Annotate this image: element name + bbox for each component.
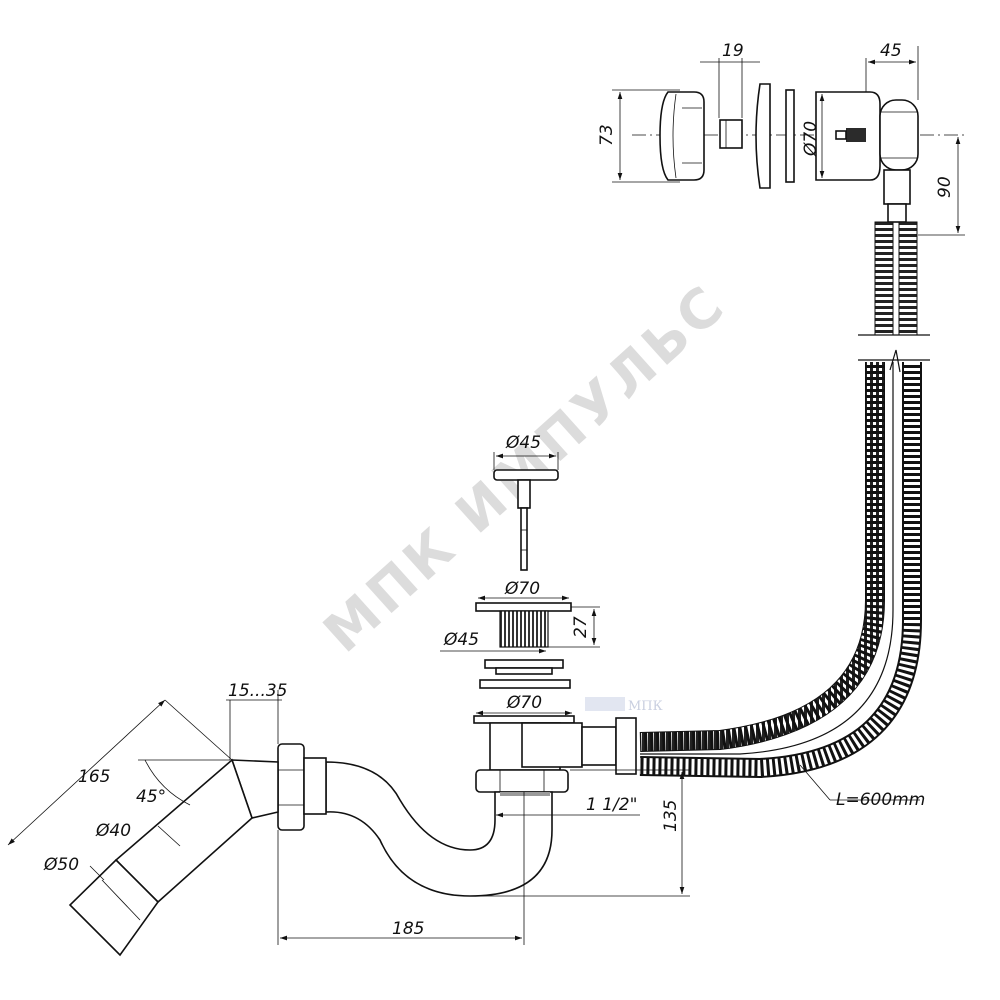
drain-flange-bottom: [473, 715, 575, 724]
overflow-assembly: [632, 83, 965, 223]
plug-cap: [493, 469, 559, 481]
plug-stem: [520, 507, 528, 571]
dim-outlet-outer-dia: Ø50: [43, 855, 79, 875]
drain-flange-top: [475, 602, 572, 612]
watermark-logo: МПК: [585, 697, 663, 714]
dim-drain-thread-height: 27: [571, 616, 591, 638]
dim-trap-horizontal: 185: [392, 919, 424, 939]
dim-nut-width: 19: [722, 41, 744, 61]
dim-outlet-inner-dia: Ø40: [95, 821, 131, 841]
dim-drain-flange-top-dia: Ø70: [504, 579, 540, 599]
trap-pipe: [325, 761, 553, 897]
watermark-logo-text: МПК: [628, 699, 663, 714]
overflow-nut: [719, 119, 743, 149]
dimension-lines: [7, 46, 965, 945]
outlet-union-nut: [277, 743, 305, 831]
overflow-cap: [659, 91, 705, 181]
s-trap: [325, 761, 553, 897]
dim-overflow-cap-height: 73: [597, 124, 617, 146]
dim-trap-depth: 135: [661, 800, 681, 832]
dim-drain-flange-bottom-dia: Ø70: [506, 693, 542, 713]
plug-assembly: [493, 469, 559, 571]
overflow-washer: [785, 89, 795, 183]
overflow-gasket: [755, 83, 771, 189]
outlet-pipe: [68, 743, 327, 957]
dim-outlet-adjust-range: 15...35: [228, 681, 287, 701]
dim-overflow-to-hose: 90: [935, 176, 955, 198]
dim-overflow-body-depth: 45: [880, 41, 902, 61]
drain-fitting: [473, 602, 637, 793]
dim-hose-length: L=600mm: [836, 790, 925, 810]
dim-thread-size: 1 1/2": [586, 795, 637, 815]
overflow-hose-upper: [858, 221, 930, 373]
dim-overflow-flange-dia: Ø70: [801, 121, 821, 157]
drain-union-nut: [475, 769, 569, 793]
outlet-spigot: [68, 858, 160, 957]
dim-plug-dia: Ø45: [505, 433, 541, 453]
dim-outlet-angle: 45°: [136, 787, 166, 807]
dim-outlet-length: 165: [78, 767, 110, 787]
overflow-hose-lower: [639, 362, 922, 779]
dim-drain-thread-dia: Ø45: [443, 630, 479, 650]
